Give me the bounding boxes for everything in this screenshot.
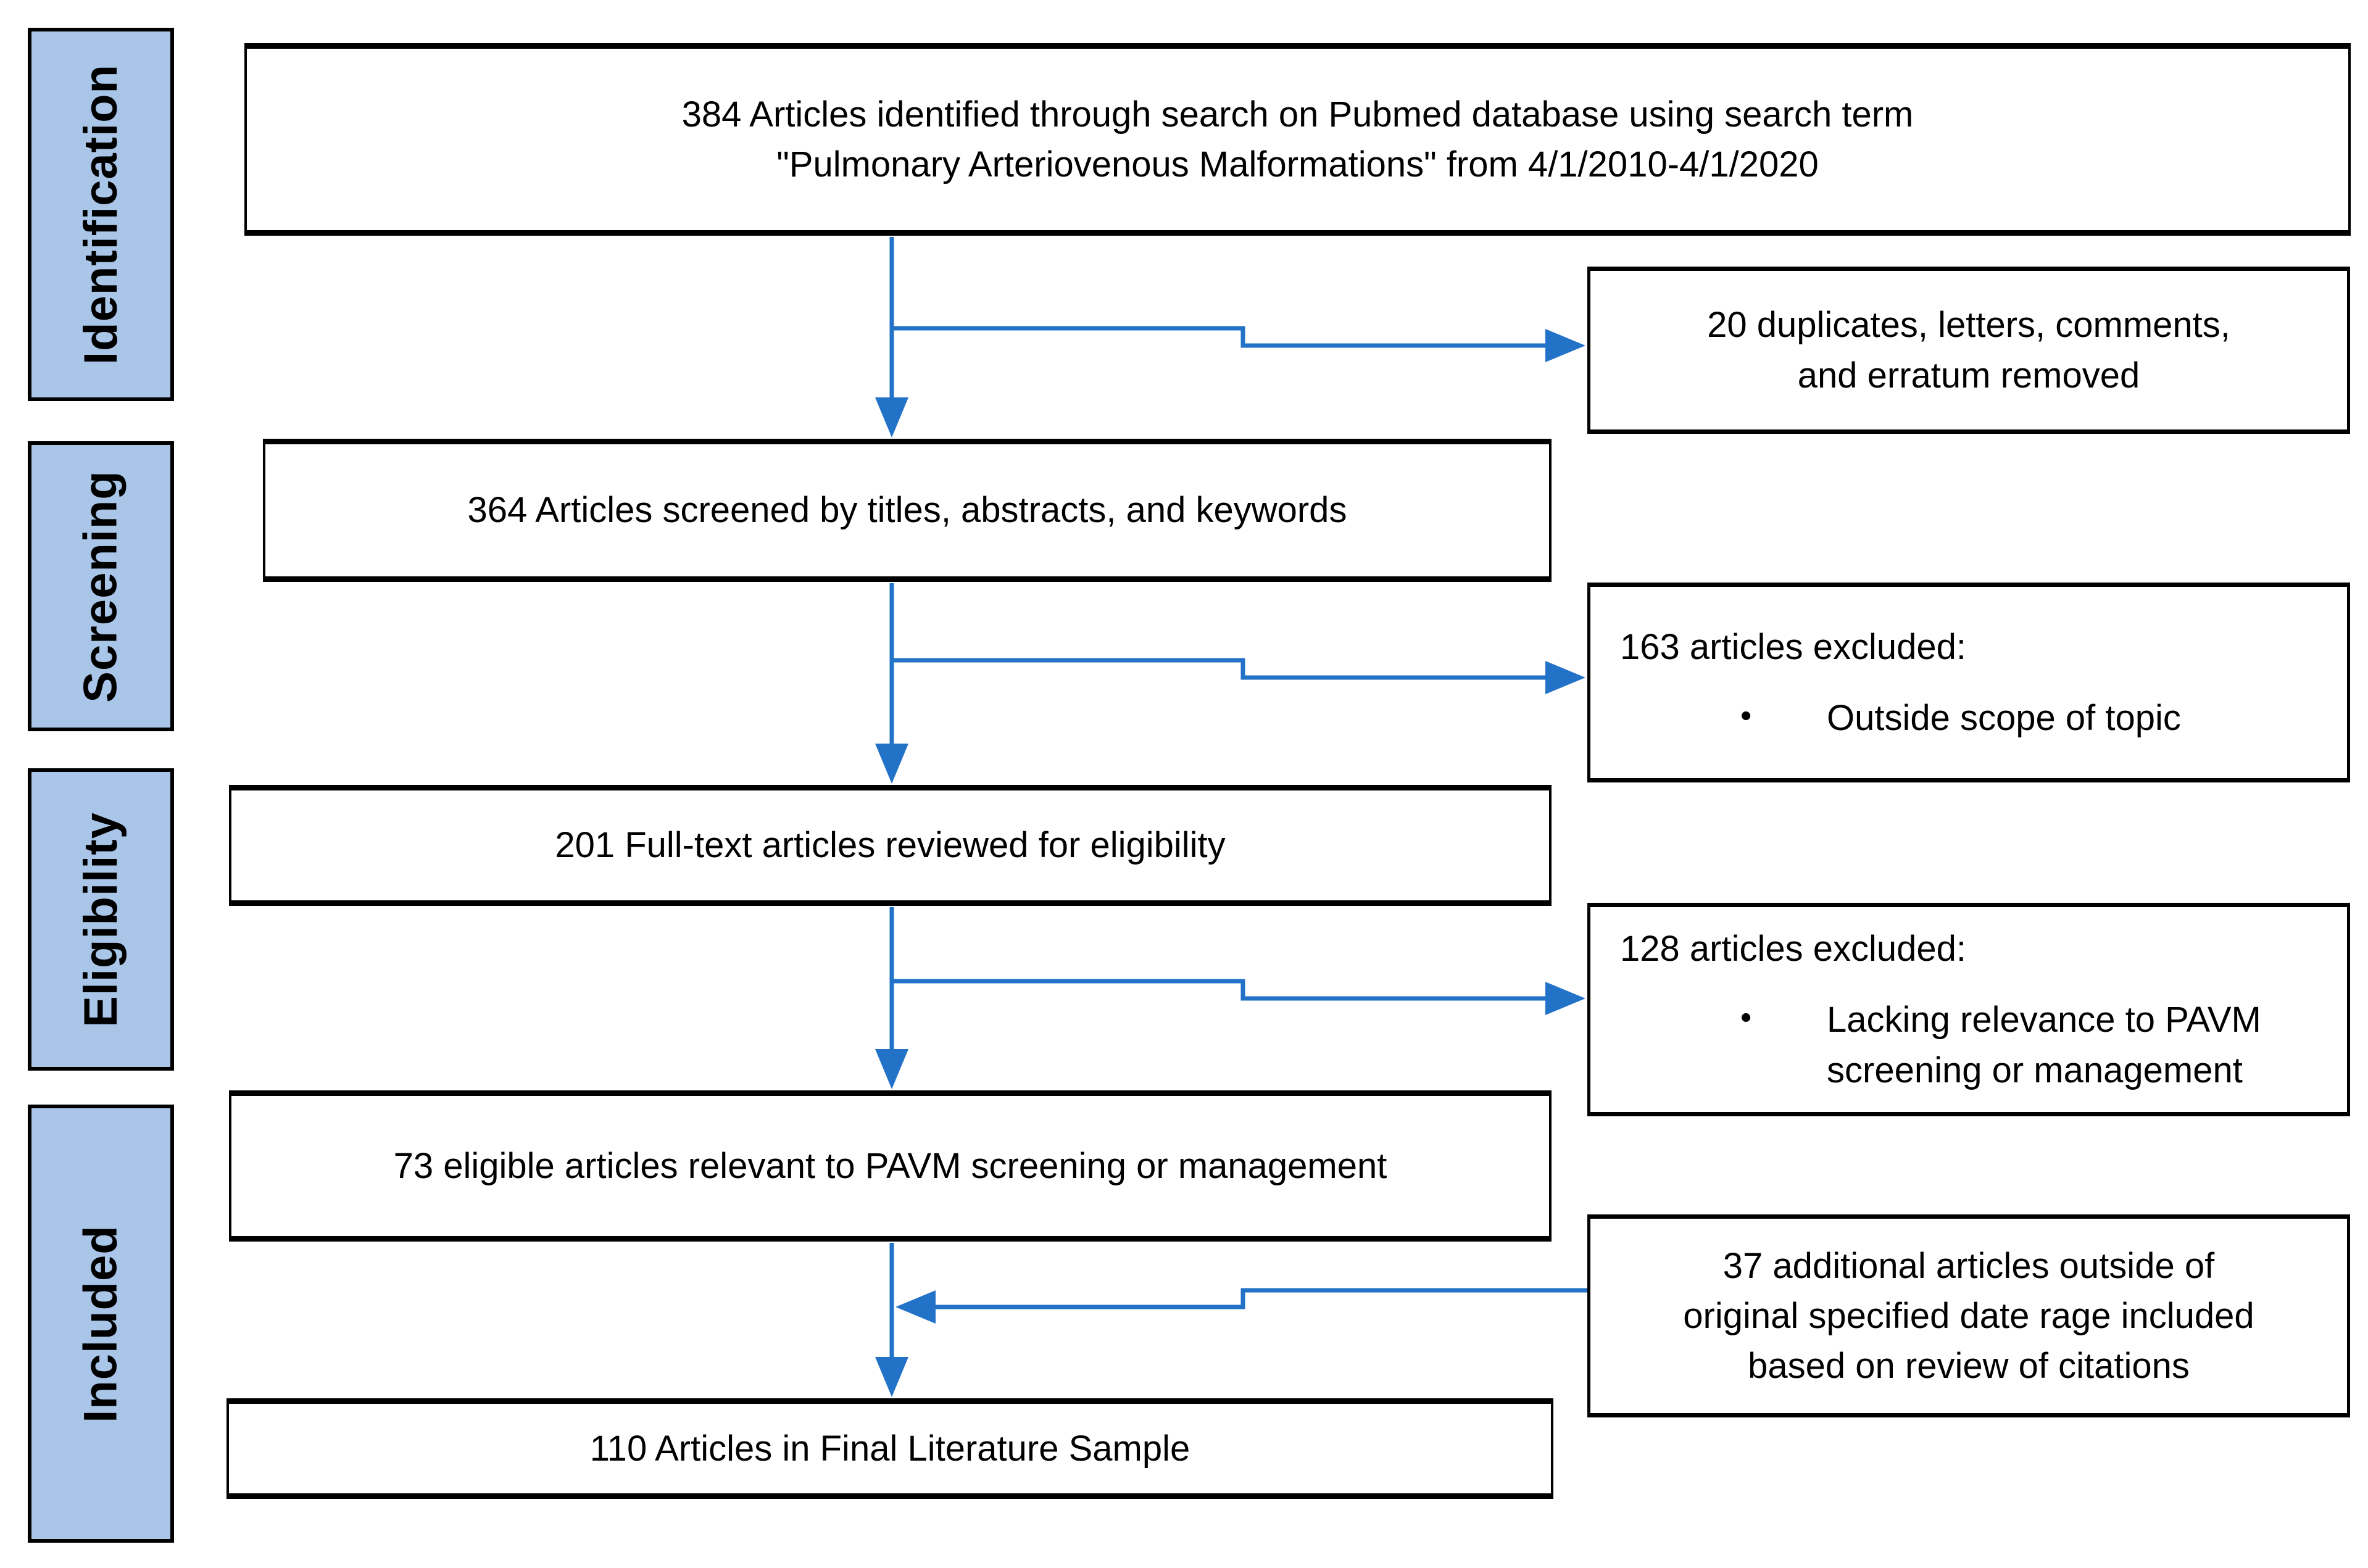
bullet-icon: • [1740,1000,1752,1036]
fulltext-reviewed-text: 201 Full-text articles reviewed for elig… [555,825,1226,866]
branch-from-additional-articles [931,1288,1587,1309]
arrowhead-right-icon [1545,661,1585,694]
arrowhead-left-icon [895,1290,936,1324]
branch-to-fulltext-excluded [892,979,1550,1001]
fulltext-excluded-heading: 128 articles excluded: [1620,929,1966,969]
final-sample-text: 110 Articles in Final Literature Sample [589,1428,1190,1469]
arrowhead-right-icon [1545,982,1585,1015]
articles-screened-text: 364 Articles screened by titles, abstrac… [467,490,1347,531]
additional-articles-line2: original specified date rage included [1683,1295,2254,1336]
stage-box-eligibility: Eligibility [28,768,174,1071]
arrowhead-down-icon [875,744,908,784]
fulltext-excluded-bullet-text: Lacking relevance to PAVM screening or m… [1827,1000,2261,1090]
arrowhead-down-icon [875,1357,908,1397]
stage-label-included: Included [75,1224,127,1423]
duplicates-removed-line2: and erratum removed [1797,355,2140,396]
fulltext-excluded-bullet-row: • Lacking relevance to PAVM screening or… [1620,995,2347,1095]
arrowhead-down-icon [875,397,908,438]
eligible-articles-text: 73 eligible articles relevant to PAVM sc… [393,1145,1387,1186]
flow-box-eligible-articles: 73 eligible articles relevant to PAVM sc… [229,1090,1552,1242]
duplicates-removed-line1: 20 duplicates, letters, comments, [1707,305,2230,346]
stage-label-identification: Identification [75,64,128,365]
side-box-fulltext-excluded: 128 articles excluded: • Lacking relevan… [1587,903,2350,1116]
additional-articles-line1: 37 additional articles outside of [1722,1245,2215,1286]
flow-box-articles-screened: 364 Articles screened by titles, abstrac… [263,439,1552,582]
stage-box-identification: Identification [28,28,174,401]
articles-identified-line2: "Pulmonary Arteriovenous Malformations" … [776,144,1819,185]
stage-label-screening: Screening [75,470,127,703]
articles-identified-line1: 384 Articles identified through search o… [681,94,1914,135]
screening-excluded-bullet-text: Outside scope of topic [1827,698,2181,738]
flow-box-articles-identified: 384 Articles identified through search o… [244,43,2351,236]
side-box-screening-excluded: 163 articles excluded: • Outside scope o… [1587,583,2350,782]
flow-box-fulltext-reviewed: 201 Full-text articles reviewed for elig… [229,785,1552,906]
arrowhead-down-icon [875,1049,908,1089]
arrowhead-right-icon [1545,329,1585,362]
stage-label-eligibility: Eligibility [75,811,127,1027]
stage-box-included: Included [28,1105,174,1543]
bullet-icon: • [1740,698,1752,734]
additional-articles-line3: based on review of citations [1748,1346,2190,1387]
stage-box-screening: Screening [28,441,174,731]
branch-to-duplicates-removed [892,326,1550,348]
side-box-duplicates-removed: 20 duplicates, letters, comments, and er… [1587,267,2350,434]
flow-box-final-sample: 110 Articles in Final Literature Sample [226,1398,1553,1499]
screening-excluded-bullet-row: • Outside scope of topic [1620,693,2181,743]
screening-excluded-heading: 163 articles excluded: [1620,626,1966,667]
side-box-additional-articles: 37 additional articles outside of origin… [1587,1214,2350,1417]
branch-to-screening-excluded [892,658,1550,680]
